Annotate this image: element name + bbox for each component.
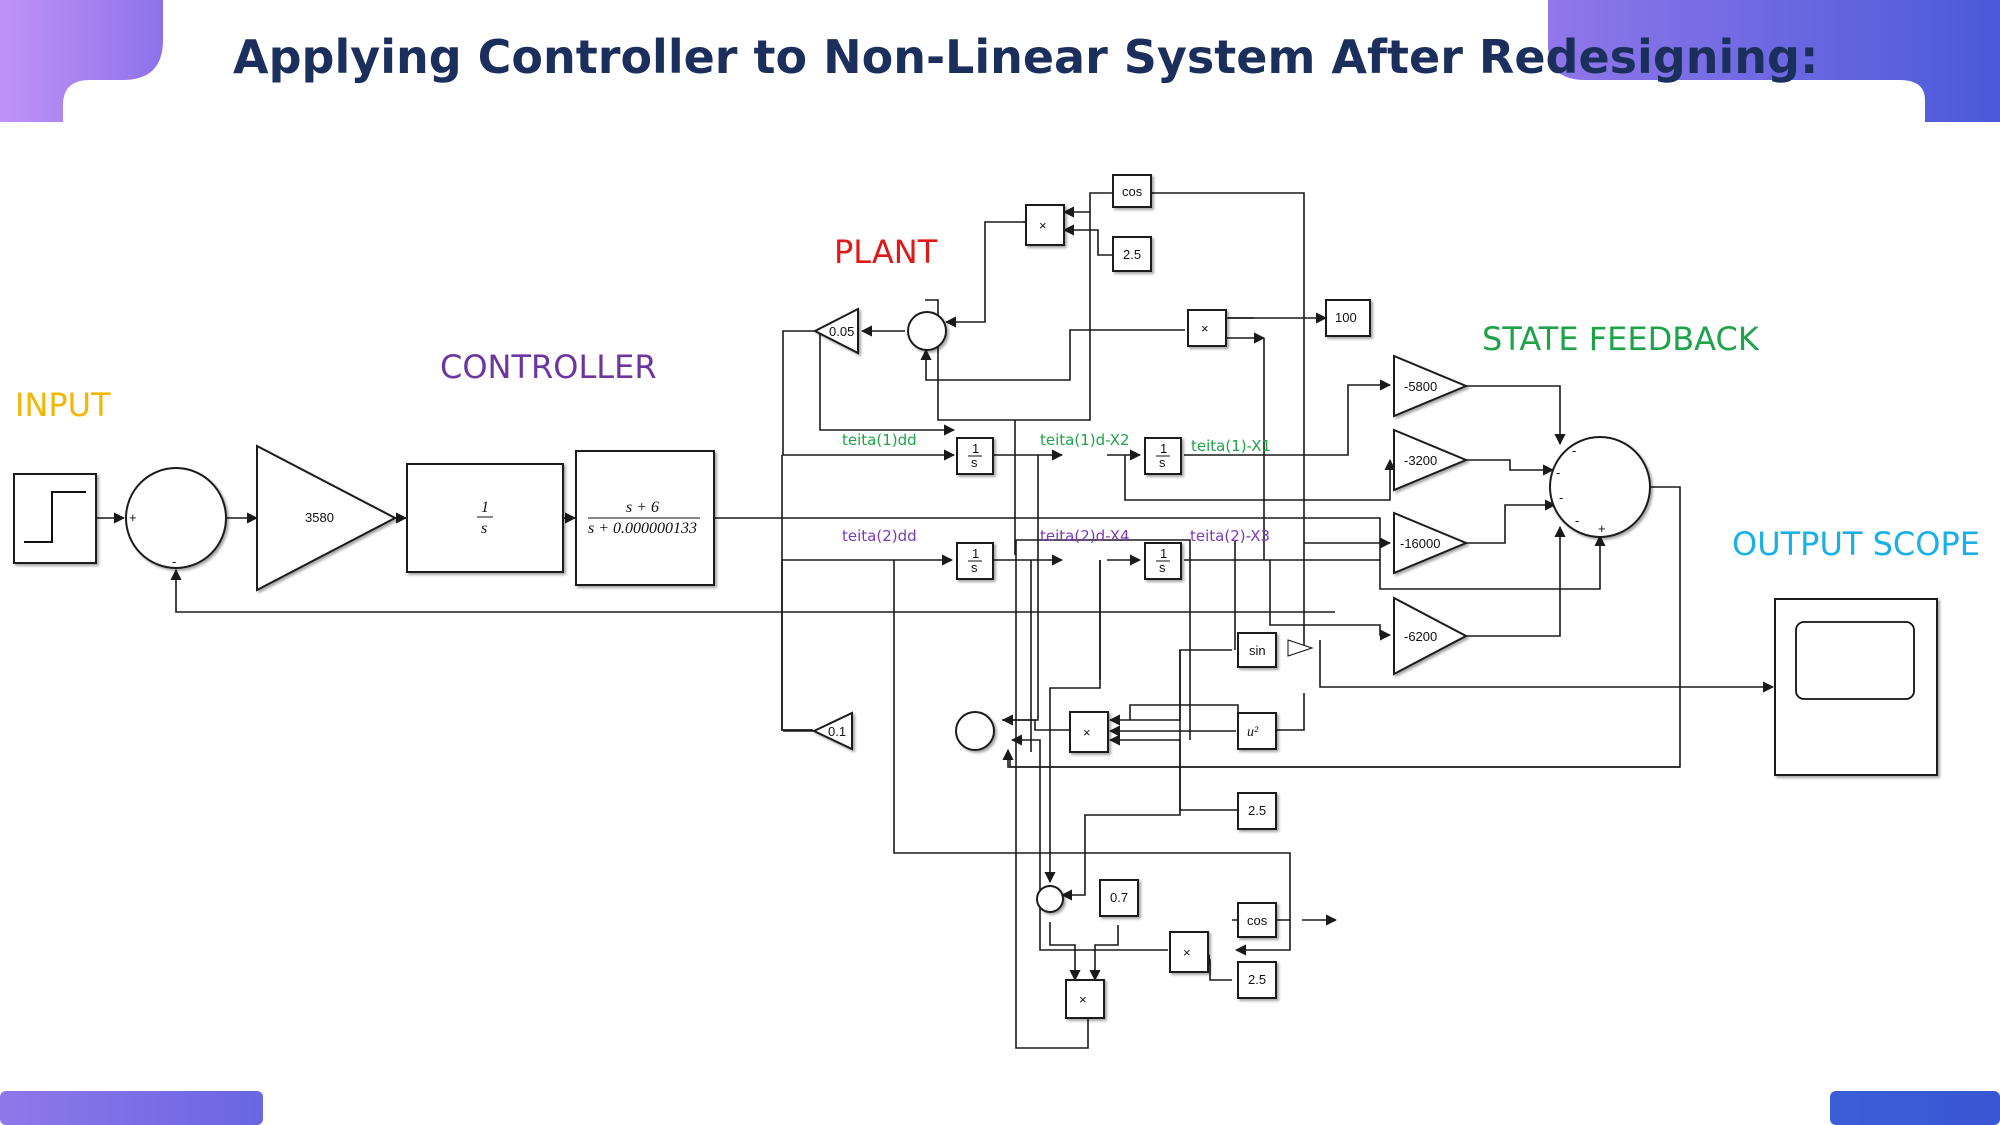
svg-text:s + 6: s + 6: [626, 499, 659, 516]
svg-text:0.1: 0.1: [828, 724, 846, 739]
svg-text:s + 0.000000133: s + 0.000000133: [588, 520, 697, 537]
integrator-theta1d: 1 s: [1144, 437, 1182, 475]
svg-text:2.5: 2.5: [1123, 247, 1141, 262]
svg-text:1: 1: [972, 546, 979, 561]
plant-sum-top: [907, 311, 947, 351]
svg-text:-: -: [1559, 490, 1563, 505]
svg-text:s: s: [1159, 560, 1166, 575]
svg-text:×: ×: [1201, 321, 1209, 336]
state-gain-x3: -16000: [1393, 511, 1469, 575]
state-gain-x4: -6200: [1393, 596, 1469, 676]
top-left-accent: [0, 0, 163, 122]
svg-text:+: +: [1598, 521, 1606, 536]
integrator-theta1dd: 1 s: [956, 437, 994, 475]
svg-text:-6200: -6200: [1404, 629, 1437, 644]
svg-text:2.5: 2.5: [1248, 803, 1266, 818]
signal-theta2d-x4: teita(2)d-X4: [1040, 527, 1130, 545]
const-07: 0.7: [1099, 879, 1139, 917]
svg-text:×: ×: [1039, 218, 1047, 233]
const-100: 100: [1325, 299, 1371, 337]
transfer-function-block: s + 6 s + 0.000000133: [575, 450, 715, 586]
signal-theta1-x1: teita(1)-X1: [1191, 437, 1271, 455]
controller-integrator-block: 1 s: [406, 463, 564, 573]
svg-text:0.05: 0.05: [829, 324, 854, 339]
controller-label: CONTROLLER: [440, 348, 657, 386]
product-bottom: ×: [1065, 979, 1105, 1019]
svg-text:1: 1: [481, 499, 489, 516]
product-top: ×: [1025, 204, 1065, 246]
product-upper: ×: [1187, 309, 1227, 347]
state-feedback-sum: - - - - +: [1549, 436, 1651, 538]
square-block: u²: [1237, 712, 1277, 750]
signal-theta1d-x2: teita(1)d-X2: [1040, 431, 1130, 449]
state-feedback-label: STATE FEEDBACK: [1482, 320, 1760, 358]
signal-theta2-x3: teita(2)-X3: [1190, 527, 1270, 545]
bottom-right-accent: [1830, 1091, 2000, 1125]
svg-text:-5800: -5800: [1404, 379, 1437, 394]
scope-screen-icon: [1795, 621, 1915, 700]
controller-gain-block: 3580: [256, 444, 398, 592]
svg-text:u²: u²: [1247, 725, 1259, 740]
plant-label: PLANT: [834, 233, 938, 271]
svg-text:0.7: 0.7: [1110, 890, 1128, 905]
slide-title: Applying Controller to Non-Linear System…: [233, 30, 1819, 84]
svg-text:100: 100: [1335, 310, 1357, 325]
svg-text:-: -: [1575, 513, 1579, 528]
svg-text:×: ×: [1083, 725, 1091, 740]
plant-sum-bottom: [955, 711, 995, 751]
cos-block-bottom: cos: [1237, 902, 1277, 938]
plant-sum-small: [1036, 885, 1064, 913]
gain-01-block: 0.1: [811, 711, 853, 751]
svg-text:cos: cos: [1122, 184, 1143, 199]
svg-text:+: +: [129, 510, 137, 525]
svg-text:1: 1: [1160, 546, 1167, 561]
svg-text:cos: cos: [1247, 913, 1268, 928]
output-scope-block: [1774, 598, 1938, 776]
output-scope-label: OUTPUT SCOPE: [1732, 525, 1980, 563]
svg-text:-16000: -16000: [1400, 536, 1440, 551]
svg-text:-: -: [172, 554, 176, 569]
signal-theta1dd: teita(1)dd: [842, 431, 917, 449]
const-25-top: 2.5: [1112, 236, 1152, 272]
state-gain-x2: -3200: [1393, 428, 1469, 492]
svg-text:2.5: 2.5: [1248, 972, 1266, 987]
sin-block: sin: [1237, 632, 1277, 668]
svg-text:sin: sin: [1249, 643, 1266, 658]
svg-text:-: -: [1572, 443, 1576, 458]
svg-text:1: 1: [1160, 441, 1167, 456]
svg-text:s: s: [1159, 455, 1166, 470]
const-25-middle: 2.5: [1237, 792, 1277, 830]
cos-block-top: cos: [1112, 174, 1152, 208]
gain-005-block: 0.05: [812, 307, 859, 355]
bottom-left-accent: [0, 1091, 263, 1125]
small-gain-marker: [1287, 639, 1314, 657]
top-right-accent: [1548, 0, 2000, 122]
svg-text:3580: 3580: [305, 510, 334, 525]
const-25-bottom: 2.5: [1237, 961, 1277, 999]
svg-text:1: 1: [972, 441, 979, 456]
signal-theta2dd: teita(2)dd: [842, 527, 917, 545]
state-gain-x1: -5800: [1393, 354, 1469, 418]
input-label: INPUT: [15, 386, 111, 424]
step-source-block: [13, 473, 97, 564]
integrator-theta2d: 1 s: [1144, 542, 1182, 580]
step-icon: [24, 491, 86, 543]
input-sum-block: + -: [125, 467, 227, 569]
svg-text:×: ×: [1183, 945, 1191, 960]
svg-text:s: s: [971, 560, 978, 575]
svg-text:×: ×: [1079, 992, 1087, 1007]
svg-text:-3200: -3200: [1404, 453, 1437, 468]
product-lower: ×: [1169, 931, 1209, 973]
svg-text:-: -: [1556, 465, 1560, 480]
svg-text:s: s: [971, 455, 978, 470]
integrator-theta2dd: 1 s: [956, 542, 994, 580]
svg-text:s: s: [481, 520, 487, 537]
product-middle: ×: [1069, 711, 1109, 753]
